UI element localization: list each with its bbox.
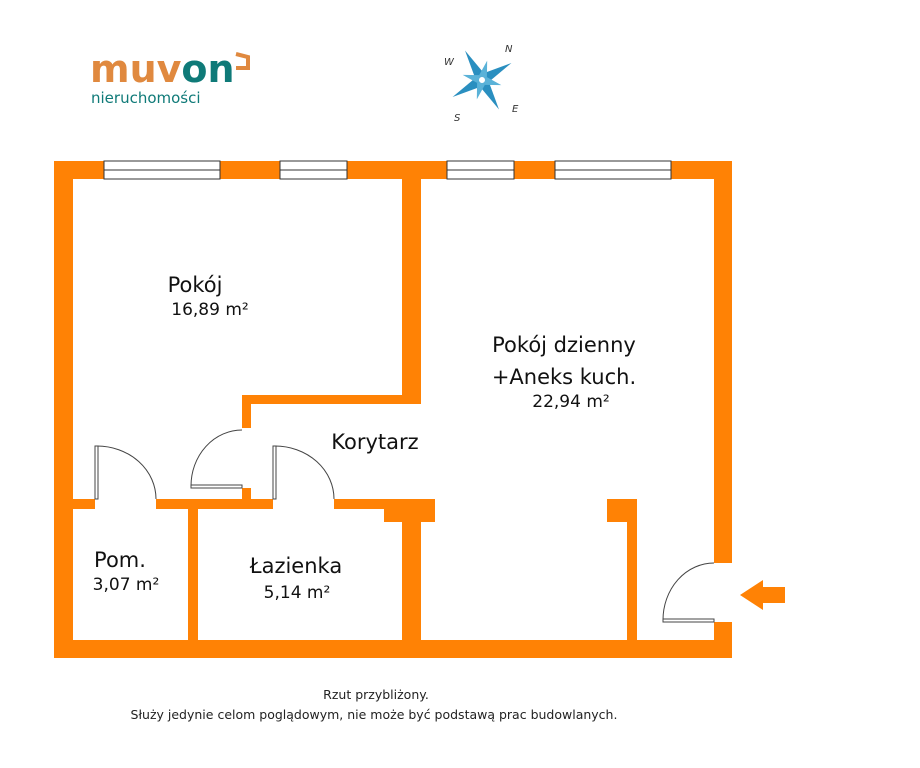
svg-text:muvon: muvon bbox=[90, 47, 235, 91]
room-area-lazienka: 5,14 m² bbox=[264, 583, 331, 603]
room-name-lazienka: Łazienka bbox=[249, 554, 342, 578]
room-name-pom: Pom. bbox=[94, 548, 146, 572]
entrance-arrow-icon bbox=[740, 580, 785, 610]
room-name-korytarz: Korytarz bbox=[331, 430, 418, 454]
door-lazienka bbox=[272, 445, 335, 500]
compass-label-s: S bbox=[454, 113, 461, 124]
room-name-pokoj-dzienny: Pokój dzienny bbox=[492, 333, 636, 357]
compass-label-n: N bbox=[505, 44, 513, 55]
logo-brand-part1: muv bbox=[90, 47, 182, 91]
logo: muvon nieruchomości bbox=[90, 47, 250, 107]
door-pom bbox=[94, 445, 157, 500]
door-pokoj bbox=[190, 429, 243, 489]
room-area-pokoj: 16,89 m² bbox=[171, 300, 248, 320]
disclaimer-line2: Służy jedynie celom poglądowym, nie może… bbox=[131, 707, 618, 722]
compass-label-w: W bbox=[444, 57, 455, 68]
room-area-pokoj-dzienny: 22,94 m² bbox=[532, 392, 609, 412]
compass-rose-icon bbox=[452, 50, 512, 110]
door-entrance bbox=[662, 562, 715, 623]
logo-brand-part2: on bbox=[181, 47, 234, 91]
compass-label-e: E bbox=[512, 104, 519, 115]
windows bbox=[103, 160, 672, 180]
logo-mark-icon bbox=[235, 52, 250, 70]
room-name-aneks: +Aneks kuch. bbox=[492, 365, 636, 389]
room-name-pokoj: Pokój bbox=[168, 273, 223, 297]
disclaimer-line1: Rzut przybliżony. bbox=[323, 687, 429, 702]
room-area-pom: 3,07 m² bbox=[93, 575, 160, 595]
logo-tagline: nieruchomości bbox=[91, 89, 201, 107]
